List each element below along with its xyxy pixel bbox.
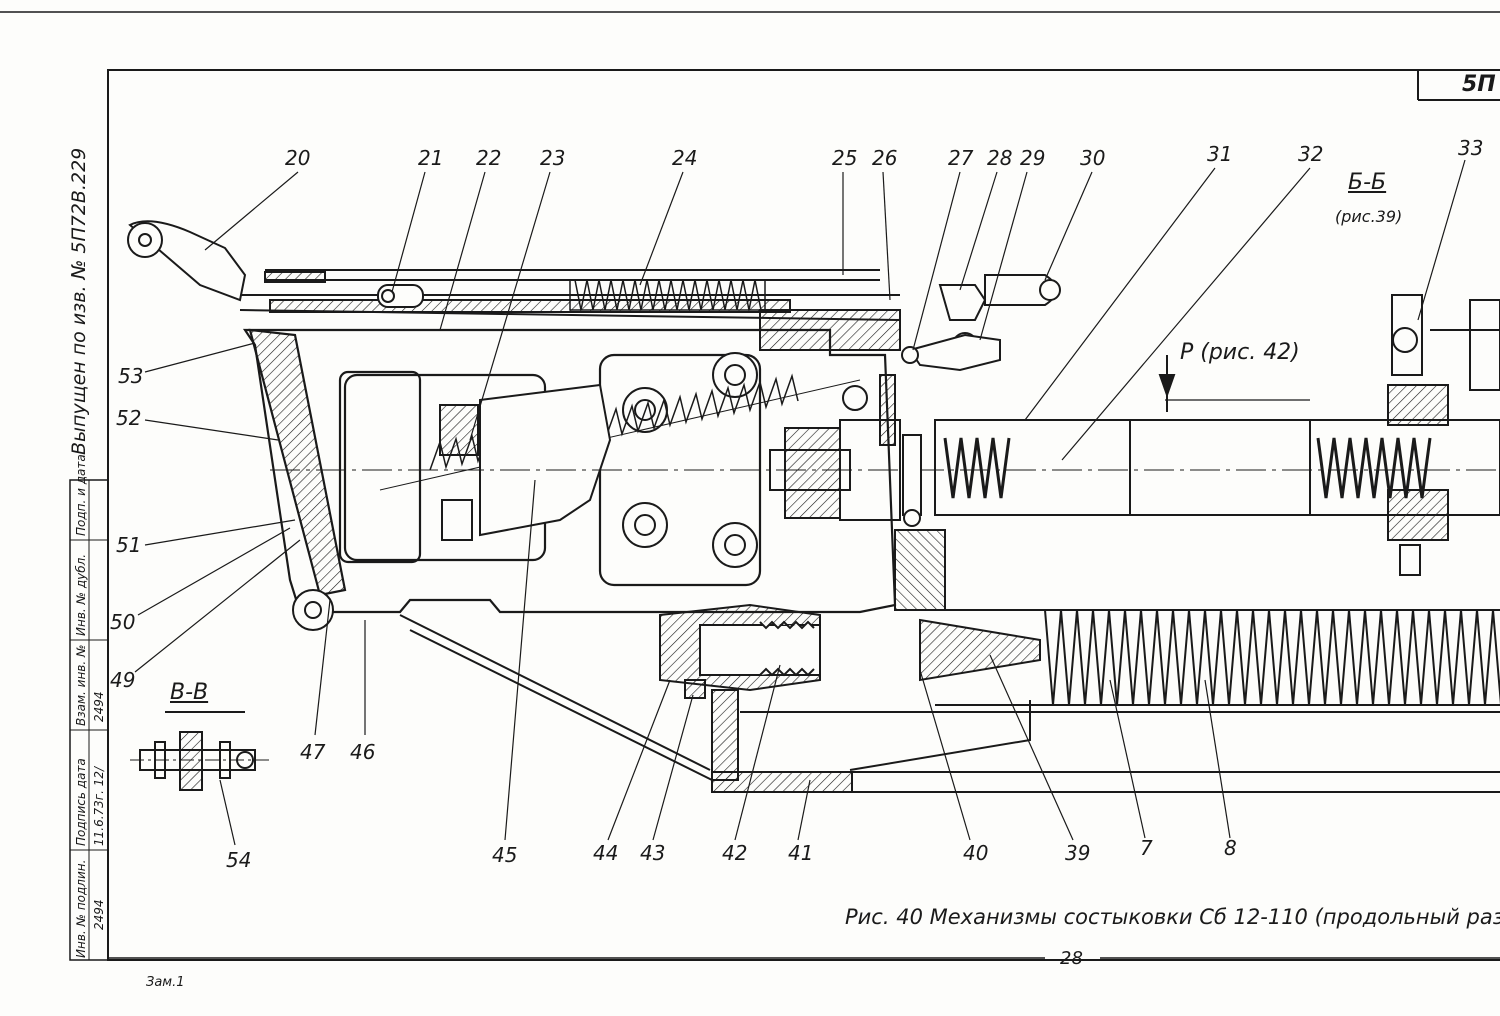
leader-lines (134, 159, 1466, 846)
part-label-47: 47 (300, 740, 326, 764)
part-label-28: 28 (987, 146, 1013, 170)
title-block-inv-header: Инв. № подлин. (74, 859, 88, 958)
lower-pin (659, 603, 821, 699)
base-plate (399, 614, 1500, 793)
part-label-52: 52 (116, 406, 142, 430)
section-bb-title: Б-Б (1348, 170, 1387, 195)
central-shaft (270, 419, 1500, 521)
part-label-49: 49 (110, 668, 136, 692)
title-block-vzam-header: Взам. инв. № (74, 644, 88, 726)
part-label-33: 33 (1458, 136, 1484, 160)
title-block-inv-value: 2494 (92, 899, 106, 930)
page-number: 28 (1060, 948, 1083, 969)
title-block-podp-header: Подп. и дата (74, 454, 88, 536)
part-label-30: 30 (1080, 146, 1106, 170)
part-label-54: 54 (226, 848, 252, 872)
top-spring (569, 279, 766, 311)
document-code: 5П (1462, 72, 1496, 97)
part-label-40: 40 (963, 841, 989, 865)
title-block-dubl-header: Инв. № дубл. (74, 553, 88, 636)
revision-note: Зам.1 (146, 975, 185, 990)
part-label-45: 45 (492, 843, 518, 867)
part-label-39: 39 (1065, 841, 1091, 865)
tube-springs (943, 437, 1432, 499)
lever-20 (127, 220, 247, 302)
part-label-21: 21 (418, 146, 444, 170)
part-label-46: 46 (350, 740, 376, 764)
section-vv-title: В-В (170, 680, 209, 705)
lever-30 (901, 274, 1061, 372)
top-rail (239, 269, 901, 351)
link-21 (377, 284, 424, 308)
section-bb-ref: (рис.39) (1335, 207, 1403, 226)
part-label-31: 31 (1207, 142, 1233, 166)
part-label-22: 22 (476, 146, 502, 170)
part-label-27: 27 (948, 146, 974, 170)
force-label: Р (рис. 42) (1180, 340, 1300, 365)
part-label-20: 20 (285, 146, 311, 170)
figure-caption: Рис. 40 Механизмы состыковки Сб 12-110 (… (845, 905, 1500, 929)
part-label-29: 29 (1020, 146, 1046, 170)
right-components (1387, 294, 1500, 576)
part-label-8: 8 (1224, 836, 1237, 860)
part-label-44: 44 (593, 841, 619, 865)
title-block-sign-header: Подпись дата (74, 758, 88, 846)
part-label-50: 50 (110, 610, 136, 634)
part-label-24: 24 (672, 146, 698, 170)
force-arrow (1158, 355, 1176, 412)
title-block-vzam-value: 2494 (92, 691, 106, 722)
section-vv-detail (130, 711, 270, 791)
issued-note: Выпущен по изв. № 5П72В.229 (68, 147, 90, 455)
part-label-41: 41 (788, 841, 814, 865)
part-label-23: 23 (540, 146, 566, 170)
title-block-sign-value: 11.6.73г. 12/ (92, 766, 106, 846)
part-label-26: 26 (872, 146, 898, 170)
part-label-42: 42 (722, 841, 748, 865)
rocker (439, 383, 612, 541)
part-label-25: 25 (832, 146, 858, 170)
part-label-32: 32 (1298, 142, 1324, 166)
part-label-51: 51 (116, 533, 142, 557)
main-housing (242, 328, 897, 614)
sheet-frame (0, 11, 1500, 961)
vertical-link (879, 374, 946, 611)
lower-spring (919, 609, 1500, 706)
part-label-7: 7 (1140, 836, 1153, 860)
part-label-43: 43 (640, 841, 666, 865)
part-label-53: 53 (118, 364, 144, 388)
